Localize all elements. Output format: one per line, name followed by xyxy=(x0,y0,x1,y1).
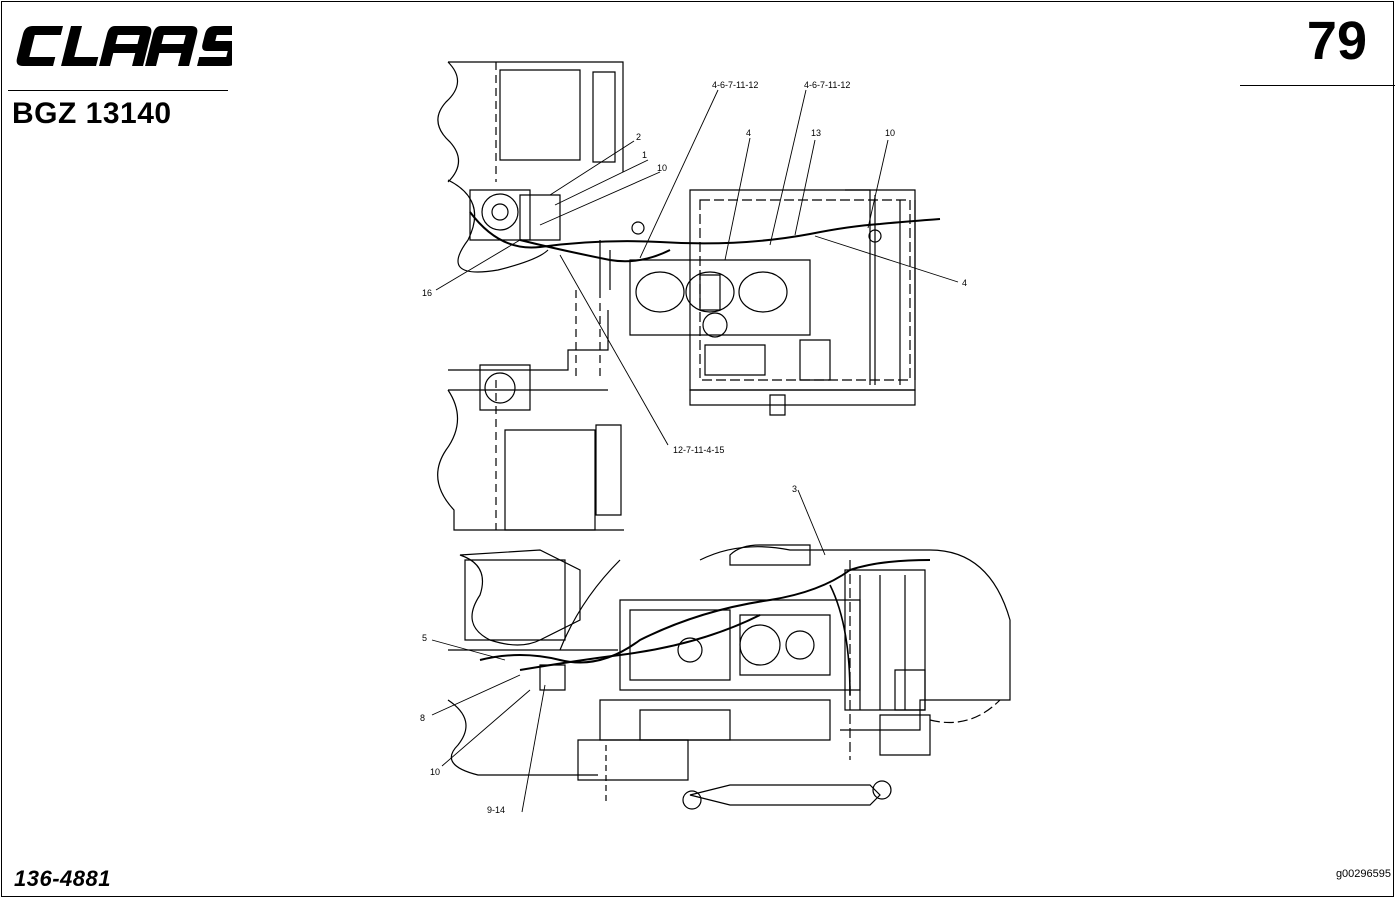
callout-label: 4 xyxy=(962,278,967,288)
side-view-leader-lines xyxy=(431,489,826,813)
doc-code: BGZ 13140 xyxy=(12,97,172,130)
part-number: 136-4881 xyxy=(14,866,111,891)
callout-label: 9-14 xyxy=(487,805,505,815)
side-view-callouts: 3 5 8 10 9-14 xyxy=(420,484,797,815)
callout-label: 10 xyxy=(657,163,667,173)
callout-label: 16 xyxy=(422,288,432,298)
callout-label: 3 xyxy=(792,484,797,494)
side-view-drawing xyxy=(447,544,1011,810)
callout-label: 12-7-11-4-15 xyxy=(673,445,724,455)
callout-label: 5 xyxy=(422,633,427,643)
callout-label: 8 xyxy=(420,713,425,723)
callout-label: 4-6-7-11-12 xyxy=(804,80,850,90)
callout-label: 10 xyxy=(430,767,440,777)
callout-label: 4 xyxy=(746,128,751,138)
page-number-underline xyxy=(1240,85,1395,86)
callout-label: 4-6-7-11-12 xyxy=(712,80,758,90)
top-view-callouts: 2 1 10 4-6-7-11-12 4 4-6-7-11-12 13 10 4… xyxy=(422,80,967,455)
callout-label: 10 xyxy=(885,128,895,138)
page-number: 79 xyxy=(1306,11,1367,71)
callout-label: 13 xyxy=(811,128,821,138)
callout-label: 2 xyxy=(636,132,641,142)
top-view-leader-lines xyxy=(435,89,959,446)
callout-label: 1 xyxy=(642,150,647,160)
logo-underline xyxy=(8,90,228,91)
top-view-drawing xyxy=(437,61,941,531)
image-id: g00296595 xyxy=(1335,868,1391,880)
